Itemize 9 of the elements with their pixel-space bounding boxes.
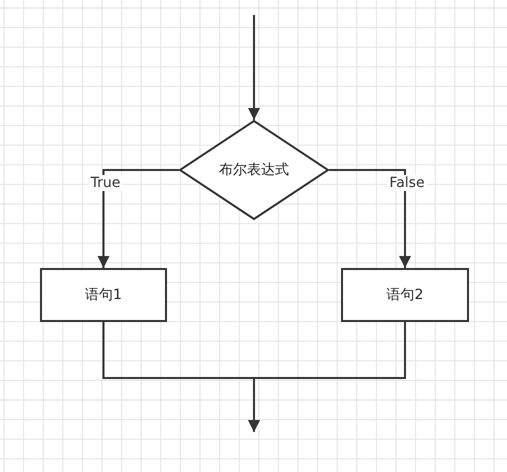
statement-text: 语句2 <box>386 286 424 304</box>
arrow <box>248 15 260 120</box>
arrow <box>248 322 406 432</box>
statement-text: 语句1 <box>85 286 122 304</box>
arrow <box>329 169 411 268</box>
edge-label: False <box>387 175 427 191</box>
condition-text: 布尔表达式 <box>219 161 289 179</box>
edge-label: True <box>88 175 122 191</box>
arrow <box>98 169 179 268</box>
